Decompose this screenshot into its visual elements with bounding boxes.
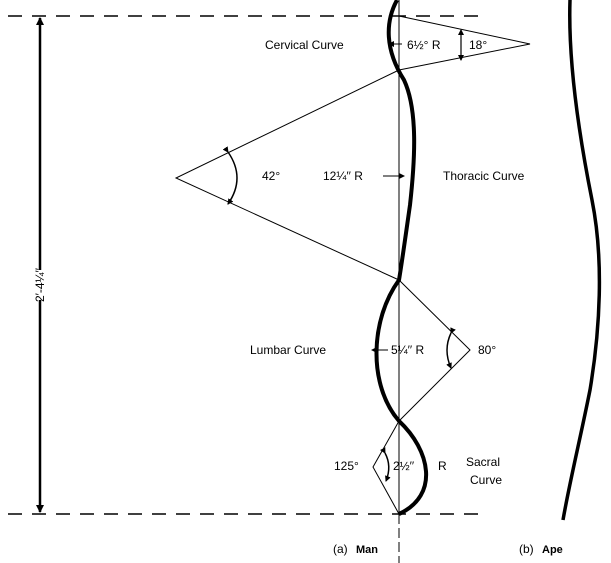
cervical-angle-lines (398, 15, 531, 71)
lumbar-radius-label: 5¼′′ R (391, 343, 425, 357)
caption-man: Man (356, 544, 378, 556)
thoracic-angle-arc (222, 146, 238, 205)
sacral-curve-label-line1: Sacral (466, 455, 500, 469)
cervical-curve-label: Cervical Curve (265, 38, 344, 52)
lumbar-angle-lines (398, 279, 471, 422)
sacral-radius-label: 2½′′ (393, 459, 415, 473)
caption-man-prefix: (a) (333, 542, 348, 556)
lumbar-angle-arc (446, 327, 456, 369)
height-dimension-label: 2′-4¼′′ (33, 267, 47, 302)
thoracic-radius-label: 12¼′′ R (323, 169, 363, 183)
sacral-curve-label-line2: Curve (470, 473, 502, 487)
caption-ape-prefix: (b) (519, 542, 534, 556)
sacral-angle-lines (372, 420, 400, 515)
human-spine-curve (374, 0, 428, 516)
lumbar-angle-label: 80° (478, 343, 496, 357)
sacral-radius-suffix: R (438, 459, 447, 473)
thoracic-angle-label: 42° (262, 169, 280, 183)
sacral-angle-arc (379, 447, 391, 482)
thoracic-angle-lines (174, 69, 400, 281)
caption-ape: Ape (542, 544, 563, 556)
ape-spine-curve (561, 0, 602, 521)
lumbar-curve-label: Lumbar Curve (250, 343, 326, 357)
cervical-radius-label: 6½° R (407, 38, 441, 52)
sacral-angle-label: 125° (334, 459, 359, 473)
cervical-angle-label: 18° (469, 38, 487, 52)
thoracic-curve-label: Thoracic Curve (443, 169, 525, 183)
